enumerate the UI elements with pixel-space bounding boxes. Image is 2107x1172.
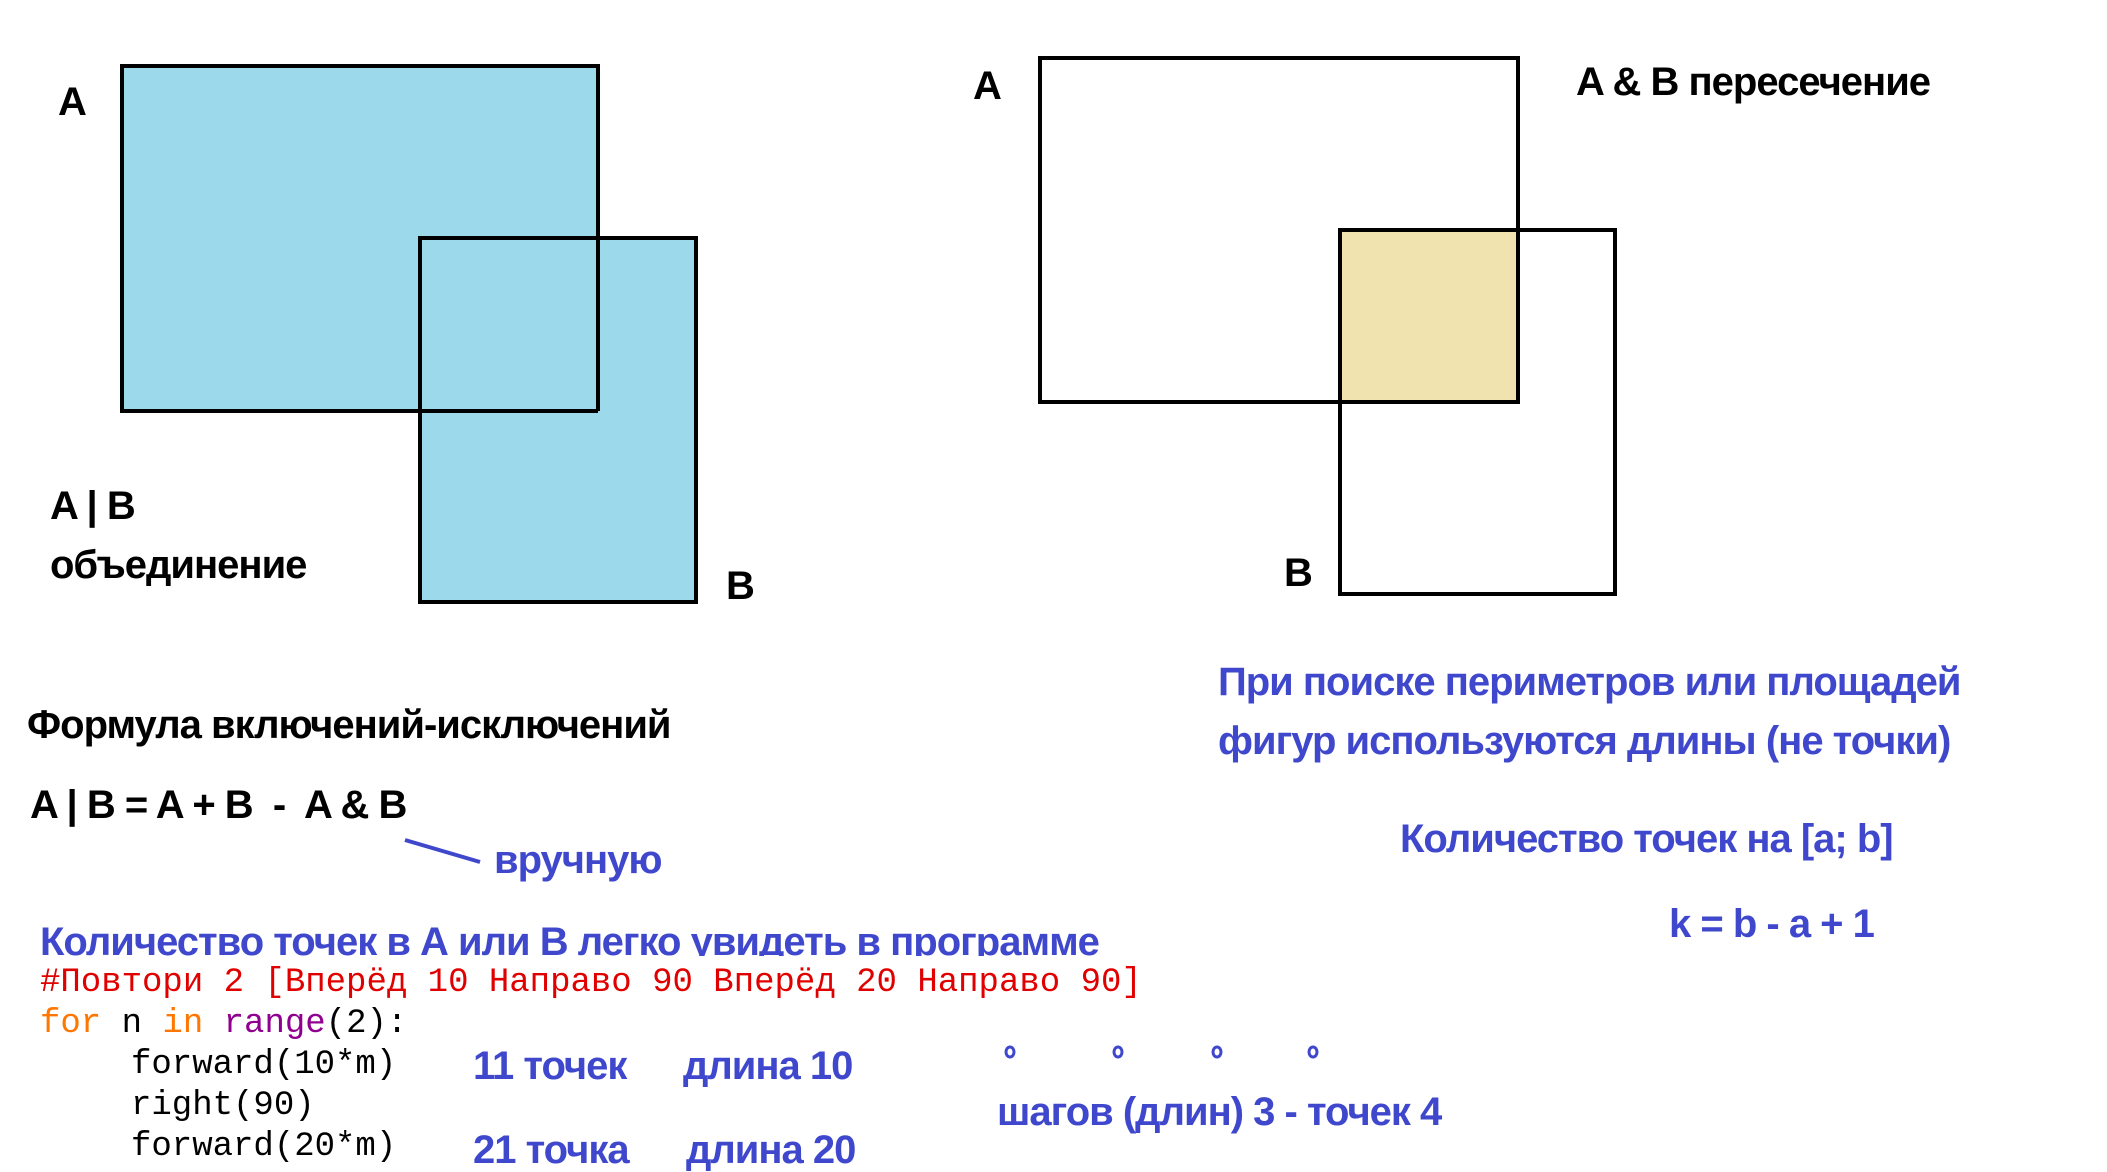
pointer-line — [404, 838, 481, 864]
perimeter-note-line2: фигур используются длины (не точки) — [1218, 719, 1951, 763]
code-line-forward-10: forward(10*m) — [131, 1046, 397, 1084]
union-rect-b — [418, 236, 698, 604]
count-title: Количество точек на [a; b] — [1400, 817, 1894, 861]
code-line-forward-20: forward(20*m) — [131, 1128, 397, 1166]
union-title: A | B — [50, 484, 136, 528]
intersection-label-b: B — [1284, 551, 1313, 595]
point-dot — [1112, 1045, 1124, 1059]
formula-title: Формула включений-исключений — [27, 703, 672, 747]
code-comment: #Повтори 2 [Вперёд 10 Направо 90 Вперёд … — [40, 964, 1142, 1002]
code-line-right: right(90) — [131, 1087, 315, 1125]
point-dot — [1004, 1045, 1016, 1059]
steps-note: шагов (длин) 3 - точек 4 — [997, 1090, 1442, 1134]
intersection-title: A & B пересечение — [1576, 60, 1931, 104]
intersection-fill — [1340, 230, 1518, 402]
count-formula: k = b - a + 1 — [1669, 902, 1875, 946]
perimeter-note-line1: При поиске периметров или площадей — [1218, 660, 1961, 704]
range-args: (2): — [325, 1005, 408, 1043]
points-row — [1004, 1045, 1319, 1059]
side-a2-length: длина 20 — [686, 1128, 856, 1172]
loop-var: n — [101, 1005, 163, 1043]
point-dot — [1211, 1045, 1223, 1059]
side-a2-points: 21 точка — [473, 1128, 630, 1172]
keyword-for: for — [40, 1005, 102, 1043]
formula-expression: A | B = A + B - A & B — [30, 783, 407, 827]
side-a1-points: 11 точек — [473, 1044, 627, 1088]
program-note: Количество точек в А или В легко увидеть… — [40, 922, 1099, 956]
builtin-range: range — [203, 1005, 326, 1043]
formula-note: вручную — [494, 838, 663, 882]
union-label-b: B — [726, 564, 755, 608]
intersection-label-a: A — [973, 64, 1002, 108]
union-label-a: A — [58, 80, 87, 124]
point-dot — [1307, 1045, 1319, 1059]
union-subtitle: объединение — [50, 543, 307, 587]
side-a1-length: длина 10 — [683, 1044, 853, 1088]
code-for-line: for n in range(2): — [40, 1007, 407, 1041]
intersection-rect-b — [1338, 228, 1617, 596]
keyword-in: in — [162, 1005, 204, 1043]
